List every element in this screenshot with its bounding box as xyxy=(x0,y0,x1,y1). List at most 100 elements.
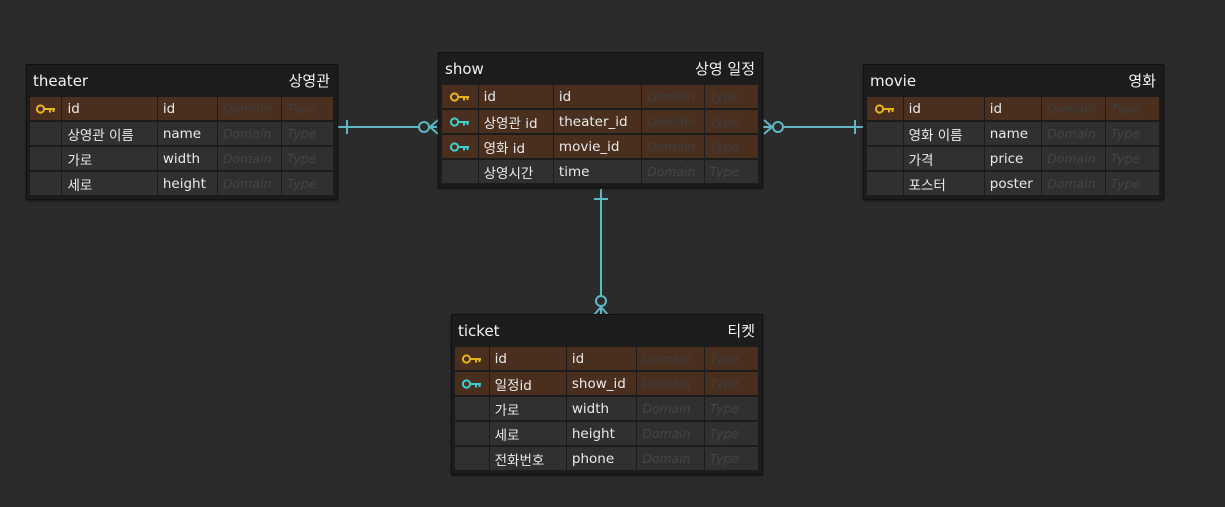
attribute-domain[interactable]: Domain xyxy=(637,397,704,420)
attribute-type[interactable]: Type xyxy=(704,372,759,395)
attribute-logical-name[interactable]: 가로 xyxy=(489,397,566,420)
attribute-type[interactable]: Type xyxy=(704,135,758,158)
attribute-physical-name[interactable]: phone xyxy=(566,447,637,470)
attribute-logical-name[interactable]: 일정id xyxy=(489,372,566,395)
attribute-logical-name[interactable]: 상영시간 xyxy=(478,160,553,183)
attribute-logical-name[interactable]: 세로 xyxy=(489,422,566,445)
attribute-logical-name[interactable]: id xyxy=(478,85,553,108)
attribute-physical-name[interactable]: id xyxy=(566,347,637,370)
attribute-physical-name[interactable]: id xyxy=(984,97,1042,120)
attribute-logical-name[interactable]: 포스터 xyxy=(903,172,984,195)
attribute-domain[interactable]: Domain xyxy=(642,135,704,158)
attribute-type[interactable]: Type xyxy=(281,172,333,195)
attribute-logical-name[interactable]: 영화 id xyxy=(478,135,553,158)
attribute-key-cell xyxy=(867,147,903,170)
attribute-domain[interactable]: Domain xyxy=(217,147,281,170)
attribute-type[interactable]: Type xyxy=(704,447,759,470)
attribute-domain[interactable]: Domain xyxy=(642,110,704,133)
attribute-logical-name[interactable]: 영화 이름 xyxy=(903,122,984,145)
attribute-domain[interactable]: Domain xyxy=(1042,97,1105,120)
attribute-physical-name[interactable]: height xyxy=(157,172,217,195)
relation-movie-show[interactable] xyxy=(763,119,864,135)
attribute-logical-name[interactable]: 상영관 이름 xyxy=(62,122,157,145)
attribute-domain[interactable]: Domain xyxy=(637,447,704,470)
attribute-logical-name[interactable]: id xyxy=(62,97,157,120)
primary-key-icon xyxy=(461,353,481,364)
attribute-type[interactable]: Type xyxy=(281,147,333,170)
attribute-domain[interactable]: Domain xyxy=(1042,147,1105,170)
attribute-physical-name[interactable]: width xyxy=(566,397,637,420)
attribute-type[interactable]: Type xyxy=(1105,122,1159,145)
attribute-type[interactable]: Type xyxy=(704,160,758,183)
attribute-physical-name[interactable]: show_id xyxy=(566,372,637,395)
attribute-physical-name[interactable]: poster xyxy=(984,172,1042,195)
attribute-physical-name[interactable]: movie_id xyxy=(553,135,642,158)
attribute-type[interactable]: Type xyxy=(704,422,759,445)
attribute-logical-name[interactable]: id xyxy=(903,97,984,120)
attribute-logical-name[interactable]: id xyxy=(489,347,566,370)
attribute-physical-name[interactable]: width xyxy=(157,147,217,170)
attribute-domain[interactable]: Domain xyxy=(217,97,281,120)
attribute-type[interactable]: Type xyxy=(1105,97,1159,120)
attribute-domain[interactable]: Domain xyxy=(637,422,704,445)
attribute-physical-name[interactable]: height xyxy=(566,422,637,445)
attribute-logical-name[interactable]: 전화번호 xyxy=(489,447,566,470)
attribute-type[interactable]: Type xyxy=(704,397,759,420)
attribute-logical-name[interactable]: 상영관 id xyxy=(478,110,553,133)
attribute-physical-name[interactable]: time xyxy=(553,160,642,183)
attribute-type[interactable]: Type xyxy=(281,122,333,145)
relation-show-ticket[interactable] xyxy=(593,189,609,316)
attribute-logical-name[interactable]: 가격 xyxy=(903,147,984,170)
attribute-logical-name[interactable]: 세로 xyxy=(62,172,157,195)
attribute-physical-name[interactable]: name xyxy=(984,122,1042,145)
attribute-type[interactable]: Type xyxy=(1105,147,1159,170)
attribute-physical-name[interactable]: theater_id xyxy=(553,110,642,133)
attribute-logical-name[interactable]: 가로 xyxy=(62,147,157,170)
attribute-domain[interactable]: Domain xyxy=(642,85,704,108)
attribute-type[interactable]: Type xyxy=(1105,172,1159,195)
attribute-domain[interactable]: Domain xyxy=(637,372,704,395)
attribute-domain[interactable]: Domain xyxy=(637,347,704,370)
attribute-domain[interactable]: Domain xyxy=(217,122,281,145)
attribute-physical-name[interactable]: id xyxy=(553,85,642,108)
attribute-domain[interactable]: Domain xyxy=(642,160,704,183)
attribute-physical-name[interactable]: name xyxy=(157,122,217,145)
attribute-domain[interactable]: Domain xyxy=(217,172,281,195)
attribute-physical-name[interactable]: price xyxy=(984,147,1042,170)
attribute-type[interactable]: Type xyxy=(704,85,758,108)
attribute-physical-name[interactable]: id xyxy=(157,97,217,120)
attribute-type[interactable]: Type xyxy=(704,347,759,370)
attribute-type[interactable]: Type xyxy=(704,110,758,133)
attribute-type[interactable]: Type xyxy=(281,97,333,120)
relation-theater-show[interactable] xyxy=(337,119,439,135)
attribute-domain[interactable]: Domain xyxy=(1042,122,1105,145)
attribute-domain[interactable]: Domain xyxy=(1042,172,1105,195)
